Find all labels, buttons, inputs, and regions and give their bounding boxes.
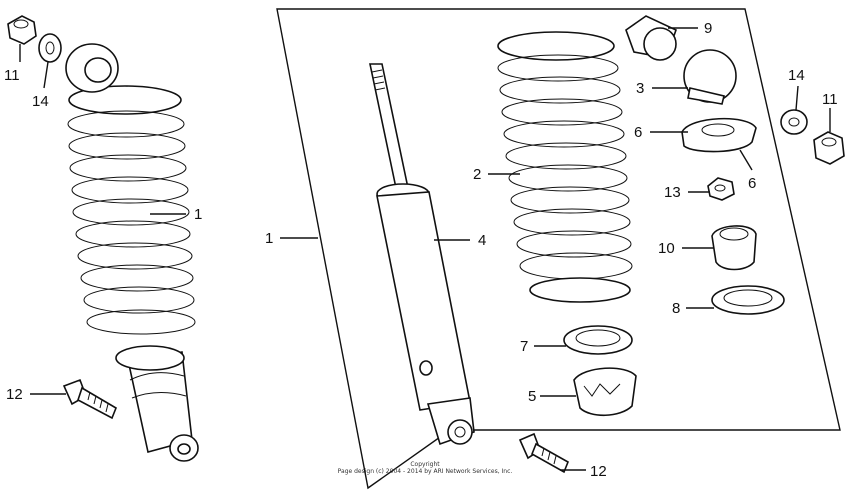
callout-7: 7 xyxy=(520,338,528,355)
coil-spring xyxy=(497,31,633,303)
callout-numbers: 11 14 1 12 1 4 2 9 3 6 6 13 10 8 7 5 12 … xyxy=(4,20,838,480)
callout-14-right: 14 xyxy=(788,67,805,84)
lower-spring-seat xyxy=(563,325,633,355)
damper-unit xyxy=(369,63,475,446)
assembled-spring xyxy=(67,85,196,371)
callout-6-a: 6 xyxy=(634,124,642,141)
nut-left xyxy=(7,15,37,45)
bushing xyxy=(625,15,677,61)
callout-13: 13 xyxy=(664,184,681,201)
callout-10: 10 xyxy=(658,240,675,257)
rubber-stopper xyxy=(711,225,757,271)
callout-1-box: 1 xyxy=(265,230,273,247)
callout-11-right: 11 xyxy=(822,91,838,108)
exploded-view-frame xyxy=(276,8,841,490)
callout-9: 9 xyxy=(704,20,712,37)
copyright-line-2: Page design (c) 2004 - 2014 by ARI Netwo… xyxy=(338,468,513,475)
nut-right xyxy=(813,131,845,165)
callout-14-left: 14 xyxy=(32,93,49,110)
spring-retainer-clip xyxy=(573,367,637,417)
callout-6-b: 6 xyxy=(748,175,756,192)
callout-11-left: 11 xyxy=(4,67,20,84)
bolt-left xyxy=(62,378,117,420)
copyright-notice: Copyright Page design (c) 2004 - 2014 by… xyxy=(338,461,513,475)
assembled-shock-absorber xyxy=(65,43,199,462)
callout-12-left: 12 xyxy=(6,386,23,403)
leader-lines xyxy=(19,27,831,471)
upper-joint xyxy=(683,49,737,105)
callout-4: 4 xyxy=(478,232,486,249)
spring-seat-ring xyxy=(711,285,785,315)
washer-right xyxy=(780,109,808,135)
callout-1-right: 1 xyxy=(194,206,202,223)
callout-8: 8 xyxy=(672,300,680,317)
callout-3: 3 xyxy=(636,80,644,97)
spring-seat-stopper xyxy=(681,117,757,153)
bolt-bottom xyxy=(518,432,570,474)
copyright-line-1: Copyright xyxy=(410,461,440,468)
callout-12-bottom: 12 xyxy=(590,463,607,480)
washer-left xyxy=(38,33,62,63)
callout-5: 5 xyxy=(528,388,536,405)
callout-2: 2 xyxy=(473,166,481,183)
nut-center xyxy=(707,177,735,201)
